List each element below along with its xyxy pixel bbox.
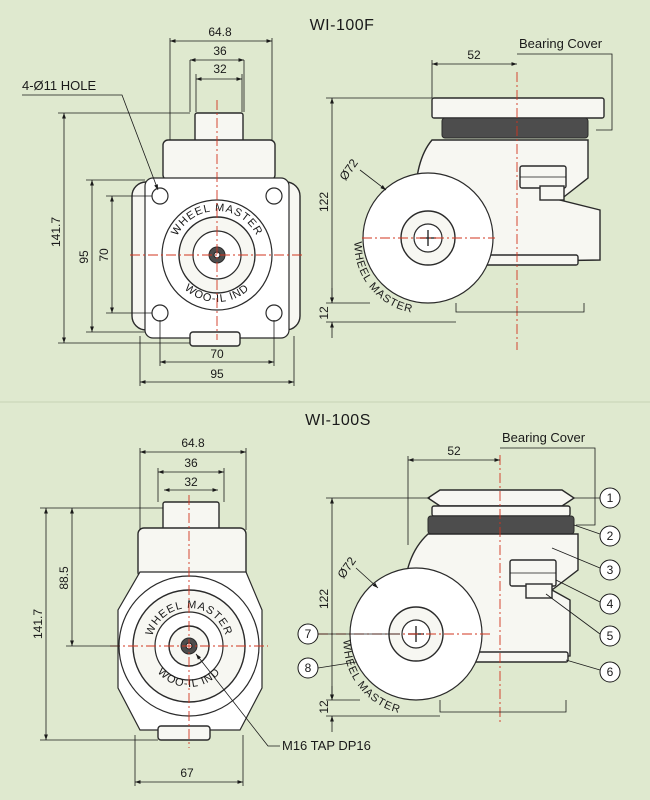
dim-height-95: 95: [77, 250, 91, 264]
wi-100s-left-dimensions: 141.7 88.5: [31, 507, 163, 741]
dim-bolt-70: 70: [210, 347, 224, 361]
wi-100s-section: WI-100S WHEEL MASTER WOO-IL IND 64.8: [31, 412, 621, 786]
part-callouts: 1 2 3 4 5 6 7 8: [297, 487, 621, 683]
wi-100s-front-view: WHEEL MASTER WOO-IL IND: [110, 495, 268, 748]
dim-base-67: 67: [180, 766, 194, 780]
wi-100f-bottom-dimensions: 70 95: [139, 320, 295, 386]
tap-note: M16 TAP DP16: [282, 738, 371, 753]
callout-5: 5: [607, 629, 614, 643]
dim-offset-52: 52: [467, 48, 481, 62]
callout-4: 4: [607, 597, 614, 611]
dim-offset-52-s: 52: [447, 444, 461, 458]
wi-100f-top-dimensions: 64.8 36 32: [169, 25, 273, 140]
wi-100s-title: WI-100S: [305, 412, 371, 429]
callout-8: 8: [305, 661, 312, 675]
dim-diameter-72: Ø72: [336, 156, 361, 183]
wi-100f-left-dimensions: 141.7 95 70: [49, 112, 190, 344]
dim-width-32-s: 32: [184, 475, 198, 489]
dim-width-36-s: 36: [184, 456, 198, 470]
callout-3: 3: [607, 563, 614, 577]
dim-width-64-8-s: 64.8: [181, 436, 205, 450]
dim-width-32: 32: [213, 62, 227, 76]
wi-100f-title: WI-100F: [310, 17, 375, 34]
dim-height-70: 70: [97, 248, 111, 262]
bearing-cover-label: Bearing Cover: [519, 36, 603, 51]
dim-width-64-8: 64.8: [208, 25, 232, 39]
wi-100f-side-view: WHEEL MASTER: [351, 72, 605, 350]
dim-width-36: 36: [213, 44, 227, 58]
wi-100s-side-view: WHEEL MASTER: [318, 455, 579, 725]
wi-100f-front-view: WHEEL MASTER WOO-IL IND: [130, 100, 305, 347]
callout-2: 2: [607, 529, 614, 543]
dim-base-95: 95: [210, 367, 224, 381]
callout-6: 6: [607, 665, 614, 679]
dim-height-141-7: 141.7: [49, 217, 63, 247]
wi-100s-bottom-dimensions: 67: [134, 735, 244, 786]
dim-height-12-s: 12: [317, 700, 331, 714]
callout-7: 7: [305, 627, 312, 641]
wi-100s-side-dimensions: 52 Bearing Cover 122 12 Ø72: [317, 430, 596, 732]
mounting-hole: [151, 187, 283, 322]
wi-100f-section: WI-100F WHEEL MASTER WOO-IL IND: [22, 17, 613, 386]
dim-height-122-s: 122: [317, 589, 331, 609]
dim-diameter-72-s: Ø72: [334, 554, 359, 581]
dim-height-122: 122: [317, 192, 331, 212]
dim-height-141-7-s: 141.7: [31, 609, 45, 639]
bearing-cover-label-s: Bearing Cover: [502, 430, 586, 445]
hole-note: 4-Ø11 HOLE: [22, 78, 97, 93]
dim-height-88-5: 88.5: [57, 566, 71, 590]
wi-100s-top-dimensions: 64.8 36 32: [139, 436, 247, 530]
callout-1: 1: [607, 491, 614, 505]
dim-height-12: 12: [317, 306, 331, 320]
